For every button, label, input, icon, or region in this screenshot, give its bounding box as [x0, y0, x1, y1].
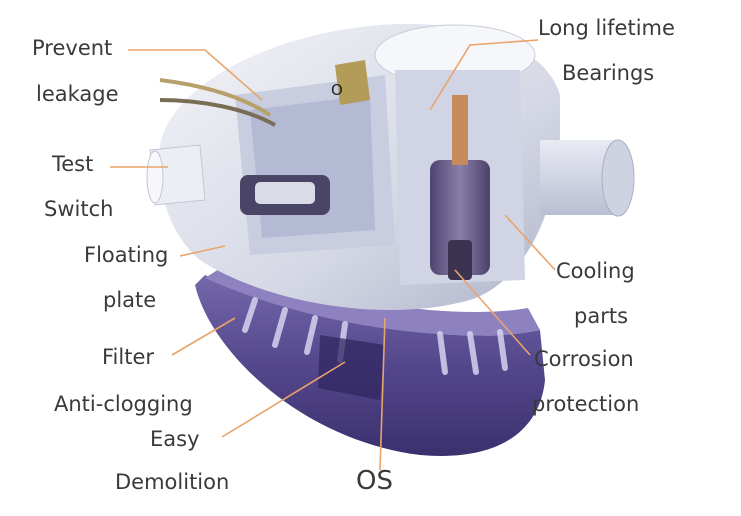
label-corrosion-protection-line2: protection	[532, 392, 640, 416]
label-test-switch-line1: Test	[52, 152, 94, 176]
label-long-lifetime: Long lifetime	[538, 16, 675, 40]
label-cooling-parts-line1: Cooling	[556, 259, 635, 283]
label-os: OS	[356, 466, 393, 496]
label-anti-clogging: Anti-clogging	[54, 392, 193, 416]
pump-housing	[146, 23, 635, 311]
label-prevent-leakage-line1: Prevent	[32, 36, 113, 60]
label-floating-plate-line1: Floating	[84, 243, 169, 267]
label-cooling-parts-line2: parts	[574, 304, 629, 328]
label-test-switch-line2: Switch	[44, 197, 114, 221]
label-easy: Easy	[150, 427, 200, 451]
label-bearings: Bearings	[562, 61, 655, 85]
filter-base	[195, 262, 545, 456]
label-filter: Filter	[102, 345, 155, 369]
cap-mark: O	[331, 81, 343, 99]
label-corrosion-protection-line1: Corrosion	[534, 347, 634, 371]
label-prevent-leakage-line2: leakage	[36, 82, 119, 106]
label-demolition: Demolition	[115, 470, 230, 494]
label-floating-plate-line2: plate	[103, 288, 157, 312]
leader-lines	[110, 39, 556, 471]
